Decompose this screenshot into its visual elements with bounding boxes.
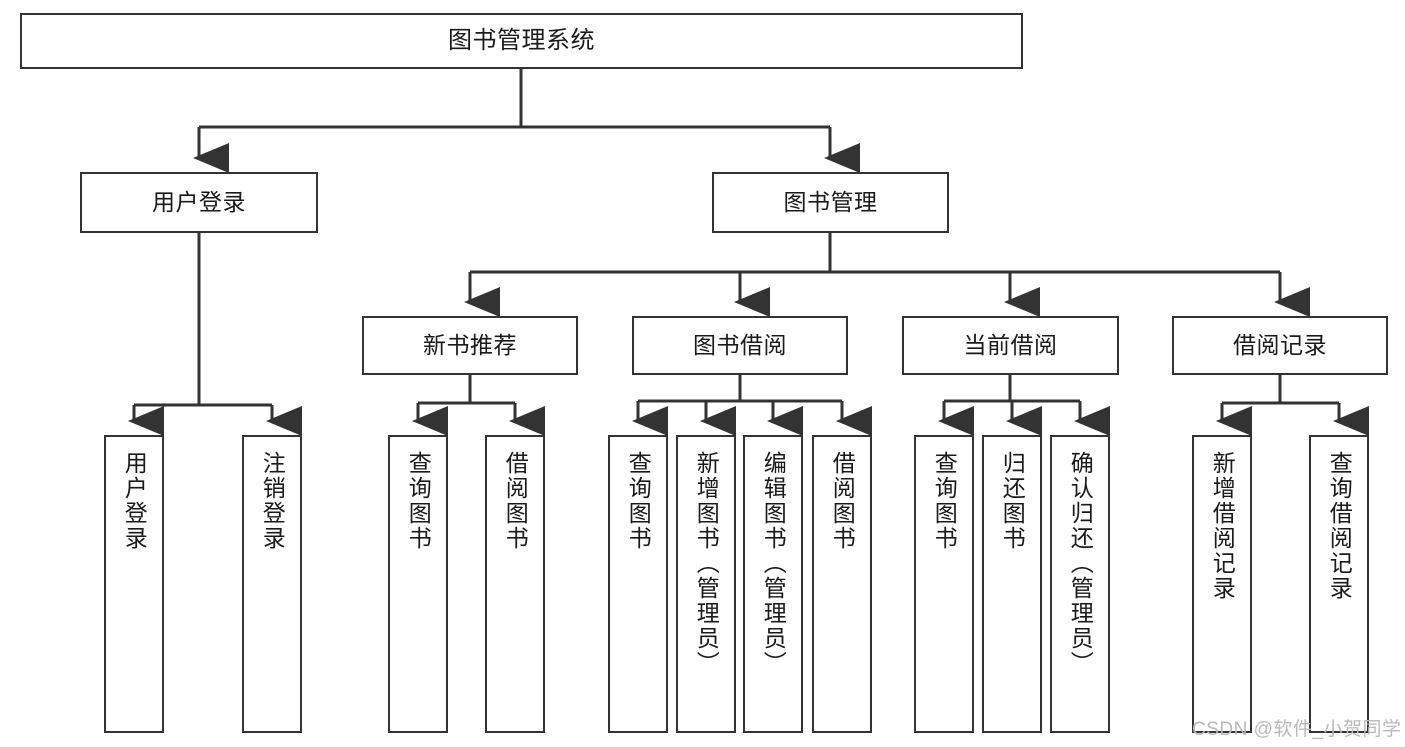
node-label: 归还图书 [999,451,1026,551]
node-borrowing-record[interactable]: 借阅记录 [1172,316,1388,375]
node-label: 用户登录 [121,451,148,551]
node-leaf-book-borrow-edit-book-admin[interactable]: 编辑图书（管理员） [743,435,803,733]
node-leaf-book-borrow-borrow-book[interactable]: 借阅图书 [812,435,872,733]
node-label: 当前借阅 [963,331,1058,358]
node-label: 新增借阅记录 [1209,451,1236,601]
node-leaf-borrow-record-query-record[interactable]: 查询借阅记录 [1309,435,1369,733]
node-label: 查询图书 [405,451,432,551]
node-new-book-recommendation[interactable]: 新书推荐 [362,316,578,375]
node-label: 查询图书 [625,451,652,551]
node-leaf-current-borrow-confirm-return-admin[interactable]: 确认归还（管理员） [1050,435,1110,733]
node-book-management[interactable]: 图书管理 [712,172,949,233]
node-label: 查询借阅记录 [1326,451,1353,601]
node-label: 借阅图书 [502,451,529,551]
node-leaf-user-login-login[interactable]: 用户登录 [104,435,164,733]
node-leaf-new-book-borrow-book[interactable]: 借阅图书 [485,435,545,733]
node-label: 确认归还（管理员） [1067,451,1094,676]
node-leaf-user-login-logout[interactable]: 注销登录 [242,435,302,733]
node-leaf-new-book-query-book[interactable]: 查询图书 [388,435,448,733]
node-leaf-book-borrow-add-book-admin[interactable]: 新增图书（管理员） [676,435,736,733]
node-label: 借阅记录 [1233,331,1327,358]
node-label: 新书推荐 [423,331,517,358]
node-label: 注销登录 [259,451,286,551]
node-leaf-current-borrow-query-book[interactable]: 查询图书 [914,435,974,733]
node-label: 用户登录 [152,188,246,215]
node-label: 图书借阅 [693,331,787,358]
node-label: 借阅图书 [829,451,856,551]
node-root-book-management-system[interactable]: 图书管理系统 [20,13,1023,69]
node-label: 图书管理 [783,188,878,215]
node-book-borrowing[interactable]: 图书借阅 [632,316,848,375]
node-user-login[interactable]: 用户登录 [80,172,318,233]
csdn-watermark: CSDN @软件_小贺同学 [1192,719,1402,740]
node-current-borrowing[interactable]: 当前借阅 [902,316,1119,375]
node-label: 编辑图书（管理员） [760,451,787,676]
node-leaf-book-borrow-query-book[interactable]: 查询图书 [608,435,668,733]
node-label: 图书管理系统 [448,26,595,54]
node-leaf-current-borrow-return-book[interactable]: 归还图书 [982,435,1042,733]
node-label: 新增图书（管理员） [693,451,720,676]
node-leaf-borrow-record-add-record[interactable]: 新增借阅记录 [1192,435,1252,733]
node-label: 查询图书 [931,451,958,551]
